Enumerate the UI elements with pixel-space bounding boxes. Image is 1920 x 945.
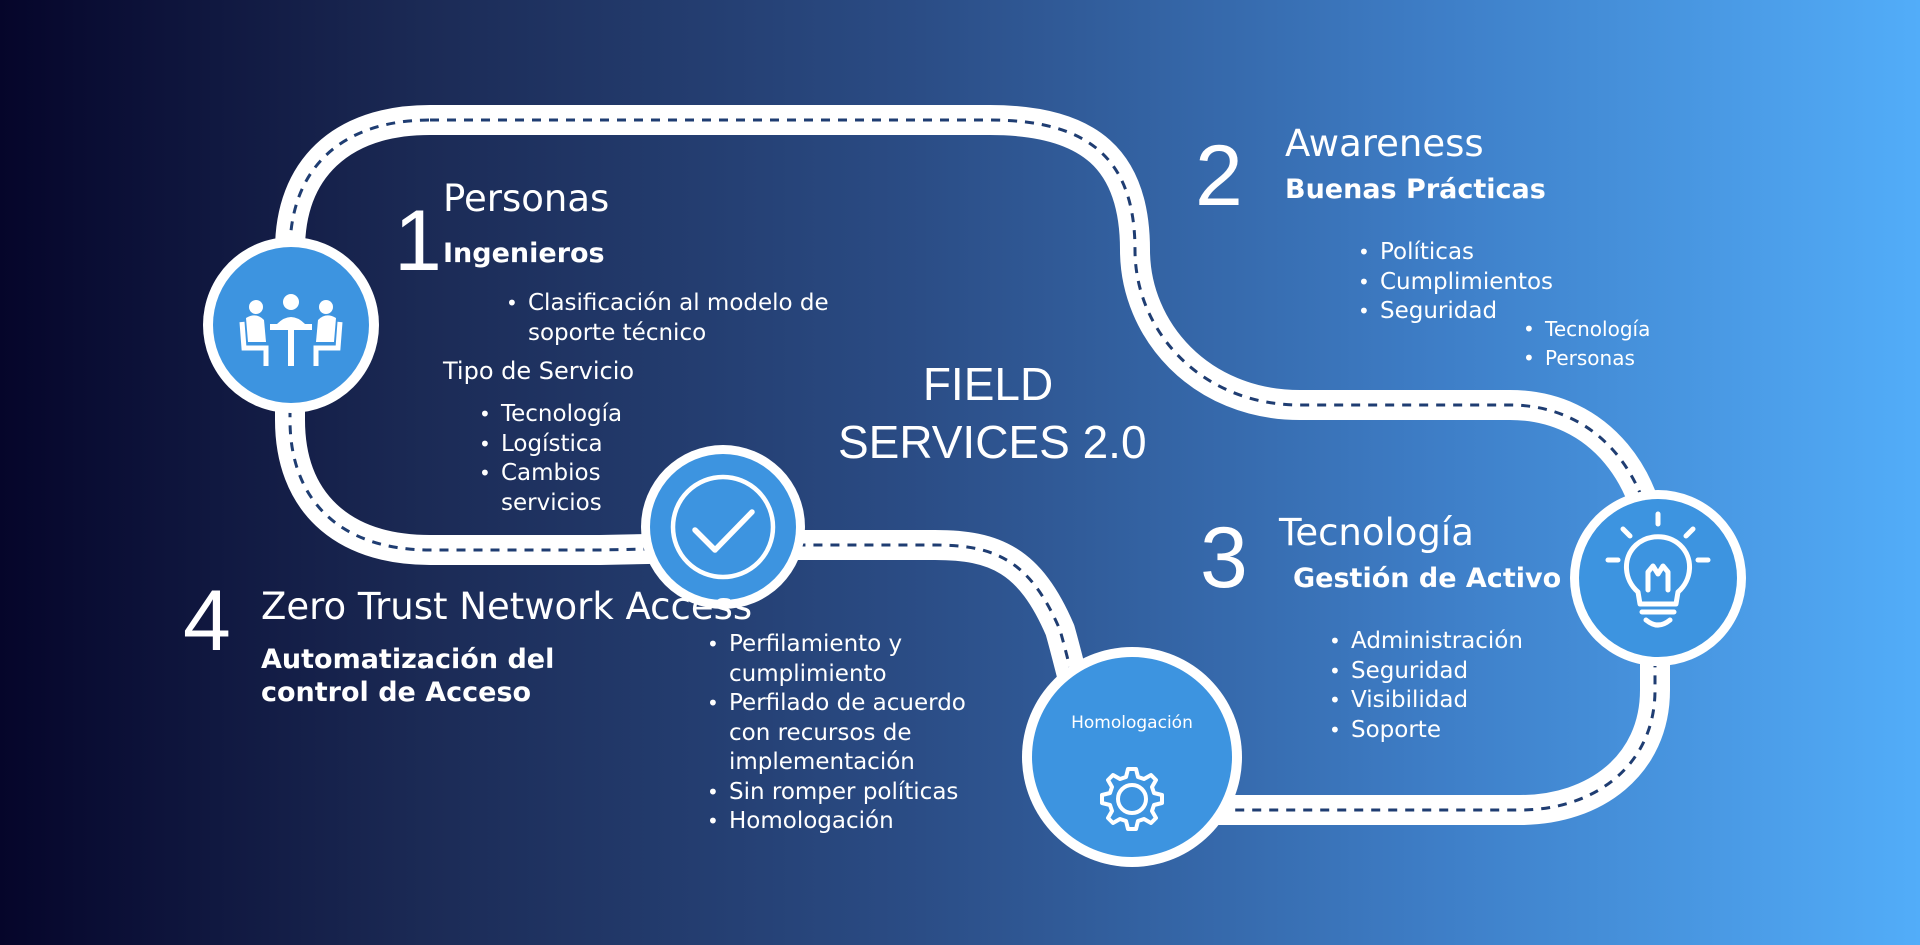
- gear-icon: [1100, 767, 1164, 831]
- bullet-item: Visibilidad: [1327, 686, 1523, 716]
- bullet-item: Personas: [1521, 344, 1650, 373]
- section4-subheading-line1: Automatización del: [261, 644, 555, 675]
- section1-number: 1: [394, 193, 442, 289]
- bullet-item: Seguridad: [1327, 657, 1523, 687]
- section1-subheading: Ingenieros: [443, 238, 605, 269]
- bullet-item: Perfilamiento y cumplimiento: [705, 630, 966, 689]
- section1-service-heading: Tipo de Servicio: [443, 357, 635, 385]
- bullet-item: Cambios servicios: [477, 459, 622, 518]
- bullet-item: Homologación: [705, 807, 966, 837]
- main-title-line1: FIELD: [922, 358, 1054, 410]
- section4-subheading: Automatización del control de Acceso: [261, 644, 554, 710]
- section3-bullet-list: AdministraciónSeguridadVisibilidadSoport…: [1327, 627, 1523, 745]
- road-center-dashes: [288, 118, 1657, 812]
- section1-heading: Personas: [443, 177, 610, 220]
- bullet-item: Tecnología: [1521, 315, 1650, 344]
- section2-subheading: Buenas Prácticas: [1285, 174, 1546, 205]
- bullet-item: Clasificación al modelo de soporte técni…: [504, 289, 829, 348]
- node-check: [641, 445, 805, 609]
- bullet-item: Tecnología: [477, 400, 622, 430]
- bullet-item: Sin romper políticas: [705, 778, 966, 808]
- section2-sub-bullet-list: TecnologíaPersonas: [1521, 315, 1650, 373]
- node-homologacion: [1022, 647, 1242, 867]
- section3-number: 3: [1200, 510, 1248, 606]
- section2-heading: Awareness: [1285, 122, 1484, 165]
- meeting-people-icon: [239, 294, 343, 366]
- section4-heading: Zero Trust Network Access: [261, 585, 753, 628]
- main-title: FIELD SERVICES 2.0: [838, 355, 1147, 471]
- bullet-item: Cumplimientos: [1356, 268, 1553, 298]
- node-lightbulb: [1570, 490, 1746, 666]
- section3-heading: Tecnología: [1279, 511, 1474, 554]
- bullet-item: Seguridad: [1356, 297, 1553, 327]
- lightbulb-icon: [1605, 511, 1711, 628]
- bullet-item: Administración: [1327, 627, 1523, 657]
- bullet-item: Soporte: [1327, 716, 1523, 746]
- main-title-line2: SERVICES 2.0: [838, 416, 1147, 468]
- section2-number: 2: [1195, 128, 1243, 224]
- check-circle-icon: [670, 474, 776, 580]
- section4-subheading-line2: control de Acceso: [261, 676, 532, 708]
- section2-bullet-list: PolíticasCumplimientosSeguridad: [1356, 238, 1553, 327]
- bullet-item: Logística: [477, 430, 622, 460]
- node-personas: [203, 237, 379, 413]
- section1-bullet-list: Clasificación al modelo de soporte técni…: [504, 289, 829, 348]
- bullet-item: Perfilado de acuerdo con recursos de imp…: [705, 689, 966, 778]
- bullet-item: Políticas: [1356, 238, 1553, 268]
- section1-service-list: TecnologíaLogísticaCambios servicios: [477, 400, 622, 518]
- section4-number: 4: [183, 573, 231, 669]
- node-homologacion-label: Homologación: [1071, 713, 1193, 733]
- section4-bullet-list: Perfilamiento y cumplimientoPerfilado de…: [705, 630, 966, 837]
- section3-subheading: Gestión de Activo: [1293, 563, 1562, 594]
